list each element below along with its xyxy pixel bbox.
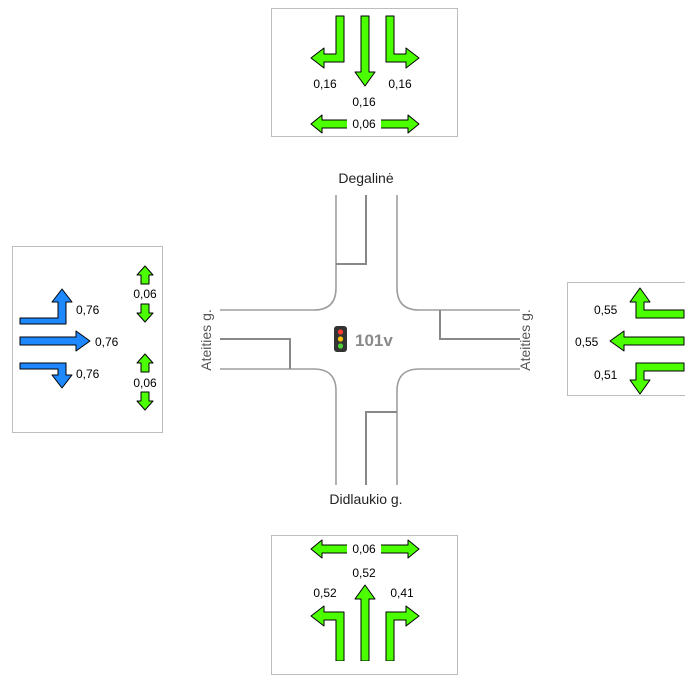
- west-lane-divider: [220, 338, 291, 369]
- road-edges: [220, 195, 520, 485]
- road-edge-se: [396, 368, 520, 485]
- west-left-turn-arrow: [19, 288, 73, 325]
- west-pedestrian-top-arrow-down: [136, 303, 154, 323]
- east-straight-label: 0,55: [575, 335, 599, 349]
- west-pedestrian-top-arrow: [136, 265, 154, 285]
- east-left-turn-arrow: [629, 362, 685, 395]
- east-right-label: 0,55: [594, 303, 618, 317]
- road-name-south: Didlaukio g.: [329, 491, 402, 507]
- west-straight-label: 0,76: [95, 335, 119, 349]
- south-straight-label: 0,52: [352, 566, 376, 580]
- east-lane-divider: [439, 310, 520, 340]
- east-left-label: 0,51: [594, 368, 618, 382]
- intersection-id: 101v: [355, 331, 393, 350]
- traffic-light-icon: [334, 326, 347, 352]
- west-straight-arrow: [19, 330, 91, 352]
- road-name-east: Ateities g.: [517, 309, 533, 370]
- north-straight-arrow: [354, 15, 376, 87]
- road-edge-ne: [396, 195, 520, 311]
- west-pedestrian-bottom-arrow-down: [136, 391, 154, 411]
- north-left-label: 0,16: [313, 77, 337, 91]
- north-straight-label: 0,16: [352, 95, 376, 109]
- east-straight-arrow: [609, 330, 685, 352]
- north-left-turn-arrow: [310, 15, 345, 69]
- north-right-label: 0,16: [388, 77, 412, 91]
- road-edge-nw: [220, 195, 337, 311]
- south-left-turn-arrow: [310, 605, 345, 661]
- south-lane-divider: [365, 411, 397, 485]
- south-right-label: 0,41: [390, 586, 414, 600]
- north-pedestrian-label: 0,06: [352, 117, 376, 131]
- west-right-turn-arrow: [19, 362, 73, 389]
- north-right-turn-arrow: [385, 15, 420, 69]
- west-pedestrian-top-label: 0,06: [133, 287, 157, 301]
- south-pedestrian-label: 0,06: [352, 542, 376, 556]
- intersection-diagram: 101v Degalinė Didlaukio g. Ateities g. A…: [19, 15, 685, 661]
- south-left-label: 0,52: [313, 586, 337, 600]
- west-left-label: 0,76: [76, 303, 100, 317]
- south-right-turn-arrow: [385, 605, 420, 661]
- north-lane-divider: [336, 195, 367, 265]
- road-name-north: Degalinė: [338, 170, 393, 186]
- west-pedestrian-bottom-label: 0,06: [133, 376, 157, 390]
- east-right-turn-arrow: [629, 287, 685, 319]
- west-right-label: 0,76: [76, 367, 100, 381]
- south-straight-arrow: [354, 584, 376, 661]
- lane-dividers: [220, 195, 520, 485]
- west-pedestrian-bottom-arrow: [136, 353, 154, 373]
- road-edge-sw: [220, 368, 337, 485]
- road-name-west: Ateities g.: [198, 309, 214, 370]
